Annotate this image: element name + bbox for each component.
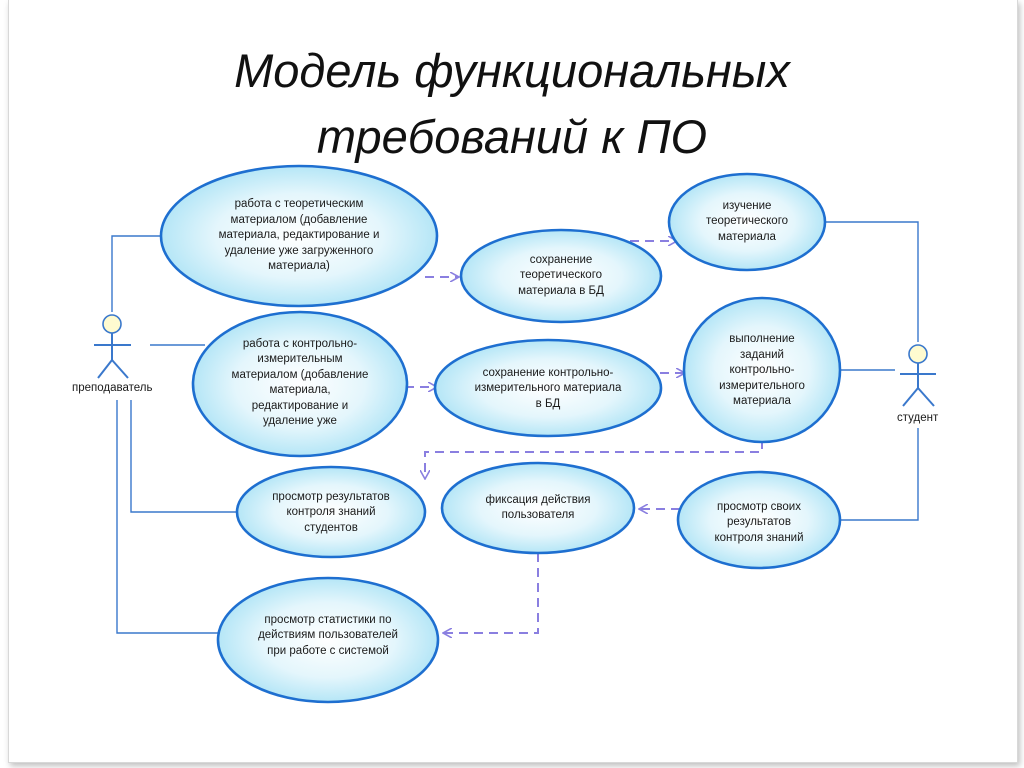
uc-view-own-results — [676, 470, 842, 570]
assoc-student-study — [825, 221, 919, 342]
use-case-ellipses — [159, 164, 842, 704]
uc-save-control-label: сохранение контрольно- измерительного ма… — [474, 366, 622, 410]
dep-log-stats — [444, 553, 539, 633]
actor-teacher-label: преподаватель — [72, 382, 153, 394]
uc-view-results — [235, 465, 427, 559]
uc-theory-work-label: работа с теоретическим материалом (добав… — [218, 198, 380, 273]
uc-log-action — [440, 461, 636, 555]
uc-log-action-label: фиксация действия пользователя — [485, 493, 591, 522]
actor-student-label: студент — [897, 412, 939, 424]
uc-save-control — [433, 338, 663, 438]
assoc-teacher-theory — [111, 235, 165, 312]
uc-control-work — [191, 310, 409, 458]
uc-view-own-results-label: просмотр своих результатов контроля знан… — [714, 500, 804, 544]
uc-study-theory-label: изучение теоретического материала — [705, 199, 789, 243]
uc-do-tasks-label: выполнение заданий контрольно- измерител… — [719, 333, 805, 408]
dep-tasks-results — [425, 440, 763, 478]
uc-save-theory-label: сохранение теоретического материала в БД — [518, 253, 604, 297]
uc-theory-work — [159, 164, 439, 308]
uc-control-work-label: работа с контрольно- измерительным матер… — [231, 337, 369, 428]
uc-view-results-label: просмотр результатов контроля знаний сту… — [272, 490, 390, 534]
assoc-student-own-results — [840, 428, 919, 521]
actor-student-icon — [900, 344, 936, 407]
actor-teacher-icon — [94, 314, 131, 379]
uc-do-tasks — [682, 296, 842, 444]
uc-view-stats-label: просмотр статистики по действиям пользов… — [258, 613, 398, 657]
slide-title: Модель функциональных требований к ПО — [0, 38, 1024, 170]
title-line-2: требований к ПО — [316, 110, 708, 163]
dependency-lines — [405, 241, 763, 633]
uc-study-theory — [667, 172, 827, 272]
association-lines — [111, 221, 919, 634]
uc-view-stats — [216, 576, 440, 704]
assoc-teacher-stats — [116, 400, 218, 634]
uc-save-theory — [459, 228, 663, 324]
title-line-1: Модель функциональных — [234, 44, 790, 97]
assoc-teacher-results — [130, 400, 240, 513]
